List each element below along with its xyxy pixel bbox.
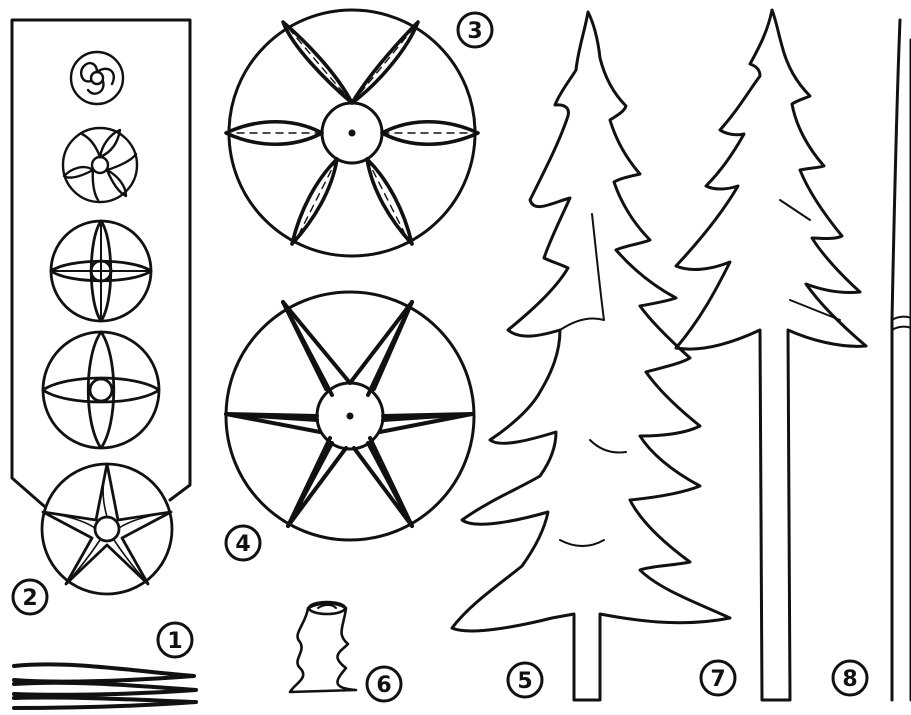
label-4-text: 4 <box>235 532 250 557</box>
label-8: 8 <box>833 661 867 695</box>
pole-edge <box>892 20 911 700</box>
rosette-star-five <box>42 464 172 594</box>
label-6: 6 <box>367 667 401 701</box>
spruce-tree-large <box>452 12 730 700</box>
label-3-text: 3 <box>467 19 482 44</box>
stump-small <box>290 602 356 692</box>
label-4: 4 <box>226 526 260 560</box>
six-petal-rosette <box>226 10 478 256</box>
rosette-small-2 <box>63 128 137 202</box>
label-1-text: 1 <box>167 629 182 654</box>
label-3: 3 <box>458 13 492 47</box>
label-7: 7 <box>701 661 735 695</box>
label-5-text: 5 <box>517 669 532 694</box>
six-point-star-rosette <box>226 292 474 540</box>
spruce-tree-slim <box>676 10 866 700</box>
label-5: 5 <box>508 663 542 697</box>
rosette-medium-2 <box>43 332 159 448</box>
rosette-small-1 <box>71 52 123 104</box>
label-8-text: 8 <box>842 667 857 692</box>
label-2-text: 2 <box>22 586 37 611</box>
label-1: 1 <box>158 623 192 657</box>
slat-bundle <box>14 664 196 708</box>
label-6-text: 6 <box>376 673 391 698</box>
label-2: 2 <box>13 580 47 614</box>
rosette-medium-1 <box>51 221 151 321</box>
label-7-text: 7 <box>710 667 725 692</box>
